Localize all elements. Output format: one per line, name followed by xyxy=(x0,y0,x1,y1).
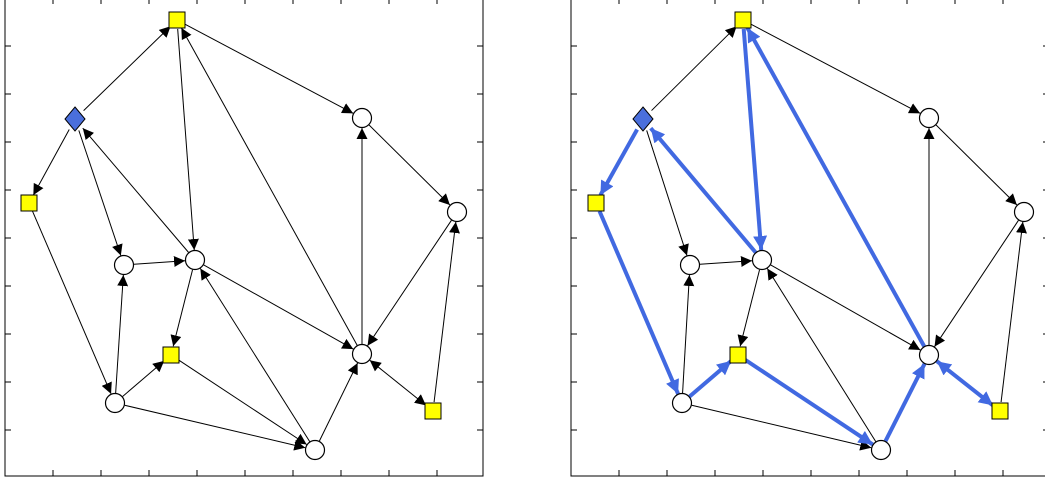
highlighted-edge xyxy=(649,126,758,254)
graph-edge xyxy=(935,124,1018,206)
graph-edge xyxy=(766,268,877,442)
highlighted-edge xyxy=(883,363,927,442)
circle-node xyxy=(304,439,326,461)
left-panel-frame xyxy=(4,0,484,477)
square-node xyxy=(587,194,605,212)
graph-edge xyxy=(682,274,695,394)
graph-edge xyxy=(180,27,358,346)
square-node xyxy=(734,11,752,29)
graph-edge xyxy=(203,264,354,350)
right-graph-panel xyxy=(570,0,1045,477)
diamond-node xyxy=(632,106,654,132)
square-node xyxy=(424,402,442,420)
graph-edge xyxy=(115,274,129,394)
graph-edge xyxy=(170,269,194,347)
circle-node xyxy=(104,392,126,414)
graph-edge xyxy=(699,255,753,267)
graph-edge xyxy=(124,404,306,451)
circle-node xyxy=(446,201,468,223)
left-panel-ticks xyxy=(5,0,483,476)
left-graph-panel xyxy=(4,0,484,477)
circle-node xyxy=(679,254,701,276)
left-panel-edges xyxy=(32,23,460,451)
circle-node xyxy=(918,107,940,129)
highlighted-edge xyxy=(744,358,874,447)
square-node xyxy=(991,402,1009,420)
graph-edge xyxy=(184,23,354,114)
graph-edge xyxy=(646,130,689,256)
square-node xyxy=(20,194,38,212)
graph-edge xyxy=(369,359,427,406)
right-panel-highlighted-path xyxy=(597,26,995,447)
graph-edge xyxy=(178,359,307,445)
graph-edge xyxy=(934,220,1019,347)
circle-node xyxy=(918,344,940,366)
right-panel-ticks xyxy=(571,0,1045,476)
graph-edge xyxy=(367,220,452,346)
graph-edge xyxy=(770,264,921,351)
graph-edge xyxy=(32,211,112,395)
left-panel-nodes xyxy=(20,11,468,461)
highlighted-edge xyxy=(745,26,926,348)
highlighted-edge xyxy=(935,359,995,407)
graph-edge xyxy=(1000,221,1027,403)
graph-edge xyxy=(651,25,737,111)
circle-node xyxy=(751,249,773,271)
circle-node xyxy=(1013,201,1035,223)
highlighted-edge xyxy=(741,28,768,251)
square-node xyxy=(729,346,747,364)
graph-edge xyxy=(78,130,123,256)
graph-edge xyxy=(737,269,761,347)
circle-node xyxy=(351,343,373,365)
graph-edge xyxy=(32,129,70,196)
circle-node xyxy=(184,249,206,271)
graph-edge xyxy=(83,25,171,112)
graph-edge xyxy=(82,127,189,253)
highlighted-edge xyxy=(597,210,680,395)
highlighted-edge xyxy=(598,128,639,197)
right-panel-frame xyxy=(570,0,1045,477)
circle-node xyxy=(870,439,892,461)
graph-edge xyxy=(133,255,186,267)
graph-edge xyxy=(691,404,872,451)
graph-edge xyxy=(368,124,451,206)
diamond-node xyxy=(64,106,86,132)
right-panel-edges xyxy=(646,23,1027,451)
graph-edge xyxy=(122,360,165,397)
graph-edge xyxy=(433,221,460,403)
graph-edge xyxy=(177,28,199,251)
graph-edge xyxy=(199,268,311,442)
square-node xyxy=(168,11,186,29)
right-panel-nodes xyxy=(587,11,1035,461)
square-node xyxy=(162,346,180,364)
circle-node xyxy=(113,254,135,276)
circle-node xyxy=(351,107,373,129)
highlighted-edge xyxy=(688,359,733,399)
graph-edge xyxy=(750,23,921,114)
circle-node xyxy=(671,392,693,414)
graph-edge xyxy=(318,362,359,442)
